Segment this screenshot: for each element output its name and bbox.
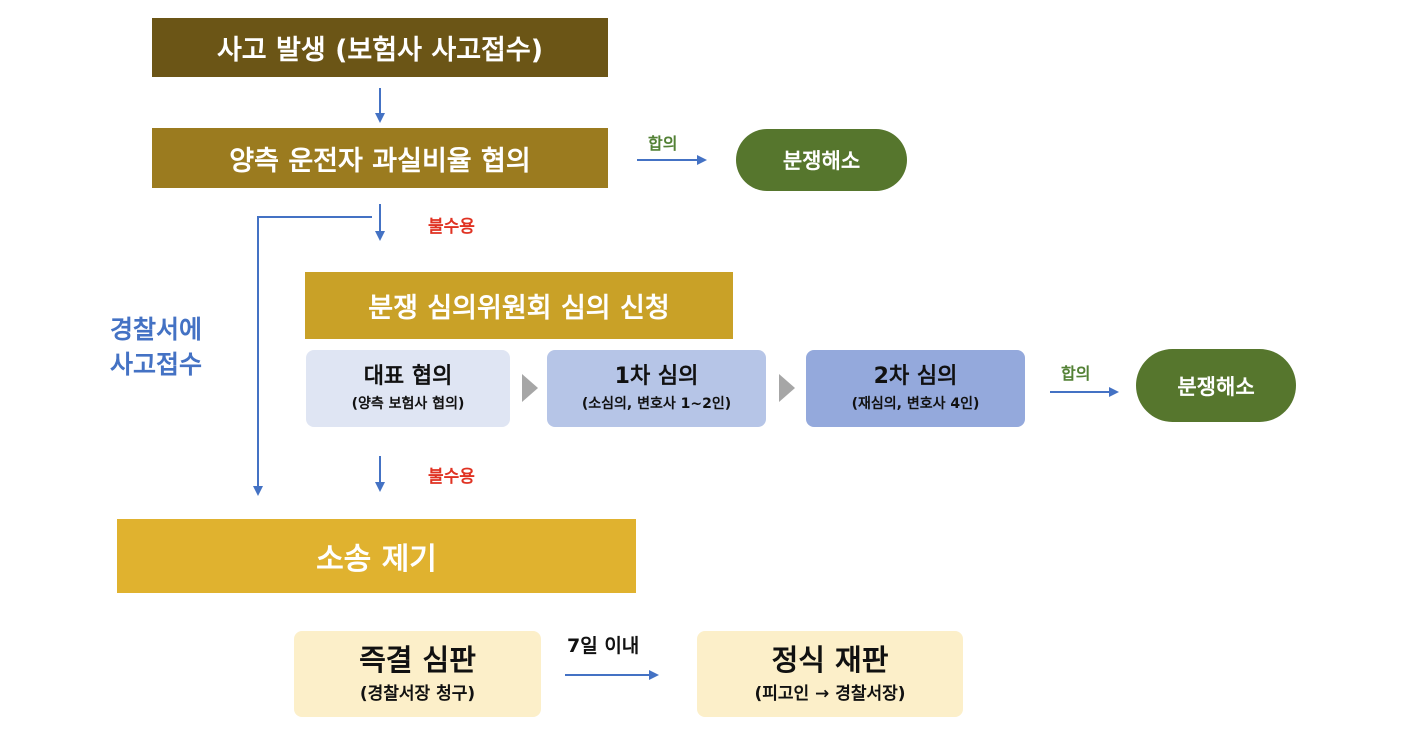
resolved-pill-1: 분쟁해소 [736, 129, 907, 191]
formal-trial-title: 정식 재판 [771, 643, 889, 677]
stage-subtitle: (재심의, 변호사 4인) [851, 396, 980, 412]
stage-title: 1차 심의 [614, 364, 699, 389]
police-report-label: 경찰서에 사고접수 [110, 315, 203, 379]
summary-trial-subtitle: (경찰서장 청구) [359, 684, 476, 704]
triangle-right-icon [522, 374, 538, 402]
reject-label-2: 불수용 [428, 467, 475, 487]
agree-label-1: 합의 [648, 134, 678, 153]
summary-trial-title: 즉결 심판 [359, 643, 476, 677]
resolved-label-2: 분쟁해소 [1177, 374, 1255, 399]
committee-box: 분쟁 심의위원회 심의 신청 [305, 272, 733, 339]
reject-label-1: 불수용 [428, 217, 475, 237]
negotiation-label: 양측 운전자 과실비율 협의 [229, 145, 531, 177]
stage-representative: 대표 협의 (양측 보험사 협의) [306, 350, 510, 427]
stage-title: 대표 협의 [363, 364, 453, 389]
resolved-pill-2: 분쟁해소 [1136, 349, 1296, 422]
resolved-label-1: 분쟁해소 [782, 149, 861, 173]
triangle-right-icon [779, 374, 795, 402]
formal-trial-box: 정식 재판 (피고인 → 경찰서장) [697, 631, 963, 717]
lawsuit-label: 소송 제기 [316, 542, 437, 577]
stage-first-review: 1차 심의 (소심의, 변호사 1~2인) [547, 350, 766, 427]
within-days-label: 7일 이내 [567, 635, 640, 657]
committee-label: 분쟁 심의위원회 심의 신청 [368, 293, 670, 324]
stage-second-review: 2차 심의 (재심의, 변호사 4인) [806, 350, 1025, 427]
stage-subtitle: (양측 보험사 협의) [351, 396, 465, 412]
formal-trial-subtitle: (피고인 → 경찰서장) [754, 684, 906, 704]
negotiation-box: 양측 운전자 과실비율 협의 [152, 128, 608, 188]
stage-subtitle: (소심의, 변호사 1~2인) [581, 396, 732, 412]
stage-title: 2차 심의 [873, 364, 958, 389]
lawsuit-box: 소송 제기 [117, 519, 636, 593]
agree-label-2: 합의 [1061, 364, 1091, 383]
summary-trial-box: 즉결 심판 (경찰서장 청구) [294, 631, 541, 717]
accident-label: 사고 발생 (보험사 사고접수) [216, 35, 544, 66]
police-report-path [253, 216, 372, 496]
accident-box: 사고 발생 (보험사 사고접수) [152, 18, 608, 77]
